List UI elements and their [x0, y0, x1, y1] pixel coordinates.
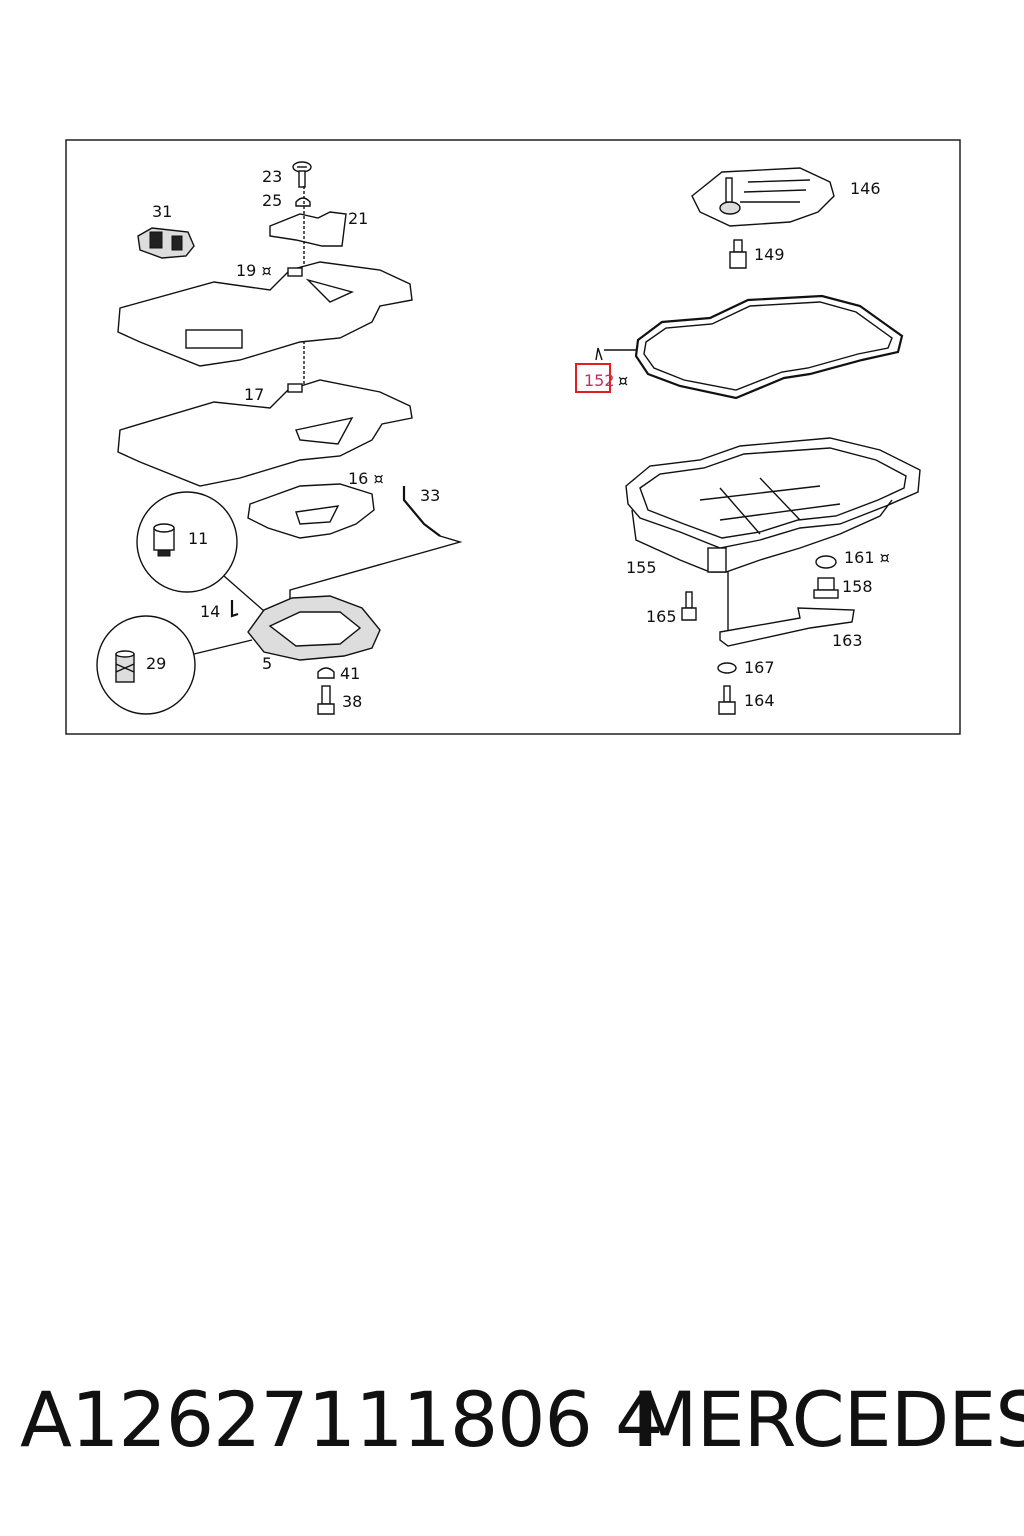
label-155: 155: [626, 558, 657, 577]
label-5: 5: [262, 654, 272, 673]
plug-158-drawing: [813, 577, 839, 599]
label-158: 158: [842, 577, 873, 596]
label-146: 146: [850, 179, 881, 198]
plate-21-drawing: [269, 211, 347, 247]
exploded-view-svg: 23 25 21 31 19 ¤ 17 16 ¤ 33 11 14 5 29 4…: [65, 139, 961, 735]
detail-circle-29: [96, 615, 196, 715]
part-number: A12627111806 4: [20, 1375, 663, 1464]
bolt-165-drawing: [681, 591, 697, 621]
tube-33-leader: [289, 535, 463, 600]
label-161: 161 ¤: [844, 548, 890, 567]
plug-11-drawing: [153, 523, 175, 557]
label-25: 25: [262, 191, 282, 210]
label-16: 16 ¤: [348, 469, 384, 488]
separator-plate-17-drawing: [117, 379, 413, 487]
diagram-frame: [65, 139, 961, 735]
filter-29-drawing: [115, 650, 135, 683]
washer-41-drawing: [317, 667, 335, 679]
label-23: 23: [262, 167, 282, 186]
label-21: 21: [348, 209, 368, 228]
label-165: 165: [646, 607, 677, 626]
label-31: 31: [152, 202, 172, 221]
seal-161-drawing: [815, 555, 837, 569]
label-29: 29: [146, 654, 166, 673]
label-17: 17: [244, 385, 264, 404]
screw-23-drawing: [292, 161, 312, 188]
oil-pan-155-drawing: [625, 437, 921, 573]
gasket-152-drawing: [634, 294, 904, 400]
label-152-symbol: ¤: [618, 371, 628, 390]
label-19: 19 ¤: [236, 261, 272, 280]
filter-146-drawing: [691, 167, 835, 227]
washer-25-drawing: [295, 197, 311, 207]
gasket-152-leader: [595, 347, 603, 361]
detail-circle-11: [136, 491, 238, 593]
bolt-164-drawing: [718, 685, 736, 715]
label-38: 38: [342, 692, 362, 711]
washer-167-drawing: [717, 662, 737, 674]
bolt-38-drawing: [317, 685, 335, 715]
label-41: 41: [340, 664, 360, 683]
label-163: 163: [832, 631, 863, 650]
label-149: 149: [754, 245, 785, 264]
plug-149-drawing: [729, 239, 747, 269]
brand-name: MERCEDES: [632, 1375, 1024, 1464]
connector-31-drawing: [137, 227, 195, 259]
tube-33-drawing: [402, 486, 441, 537]
footer-caption: A12627111806 4 MERCEDES: [0, 1370, 1024, 1480]
label-14: 14: [200, 602, 220, 621]
label-33: 33: [420, 486, 440, 505]
label-164: 164: [744, 691, 775, 710]
label-152: 152: [584, 371, 615, 390]
strap-163-drawing: [719, 607, 855, 647]
label-167: 167: [744, 658, 775, 677]
pin-14-drawing: [230, 600, 239, 618]
label-11: 11: [188, 529, 208, 548]
parts-diagram: 23 25 21 31 19 ¤ 17 16 ¤ 33 11 14 5 29 4…: [0, 0, 1024, 760]
highlight-box-152: [575, 363, 611, 393]
